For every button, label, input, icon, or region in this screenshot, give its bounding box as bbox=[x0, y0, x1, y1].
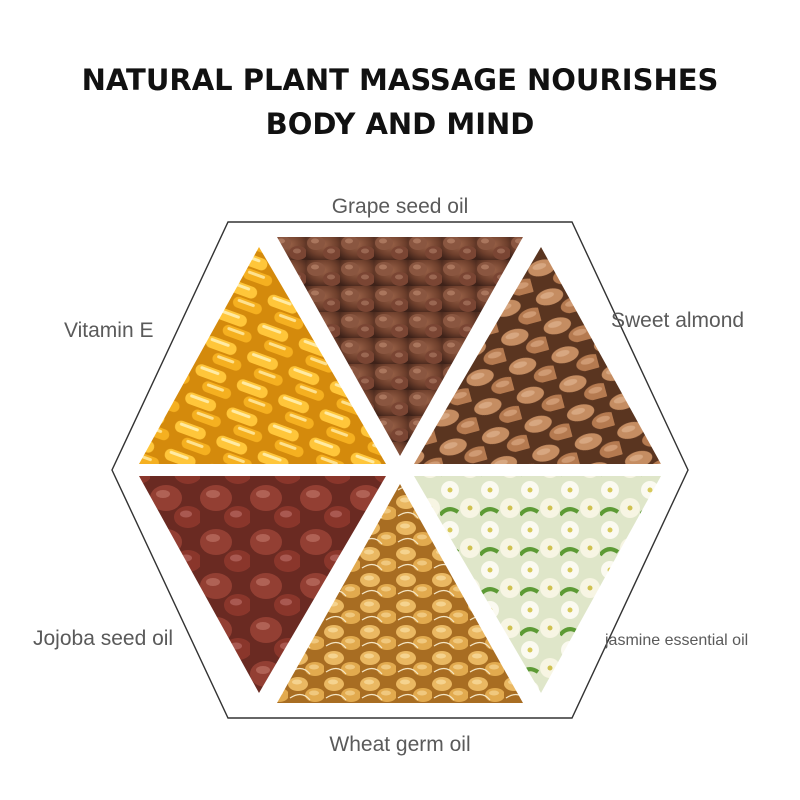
jojoba-seed-photo bbox=[139, 476, 386, 693]
label-sweet-almond: Sweet almond bbox=[611, 309, 745, 332]
label-jasmine-essential-oil: jasmine essential oil bbox=[605, 632, 749, 649]
title-line-2: BODY AND MIND bbox=[265, 107, 535, 141]
label-jojoba-seed-oil: Jojoba seed oil bbox=[33, 627, 174, 650]
sweet-almond-photo bbox=[414, 247, 661, 464]
jasmine-photo bbox=[414, 476, 661, 693]
label-grape-seed-oil: Grape seed oil bbox=[331, 195, 469, 218]
page-title: NATURAL PLANT MASSAGE NOURISHES BODY AND… bbox=[0, 58, 800, 146]
title-line-1: NATURAL PLANT MASSAGE NOURISHES bbox=[81, 63, 719, 97]
grape-seed-photo bbox=[277, 237, 523, 456]
label-vitamin-e: Vitamin E bbox=[64, 319, 154, 342]
vitamin-e-photo bbox=[139, 247, 386, 464]
label-wheat-germ-oil: Wheat germ oil bbox=[329, 733, 471, 756]
wheat-germ-photo bbox=[277, 484, 523, 703]
